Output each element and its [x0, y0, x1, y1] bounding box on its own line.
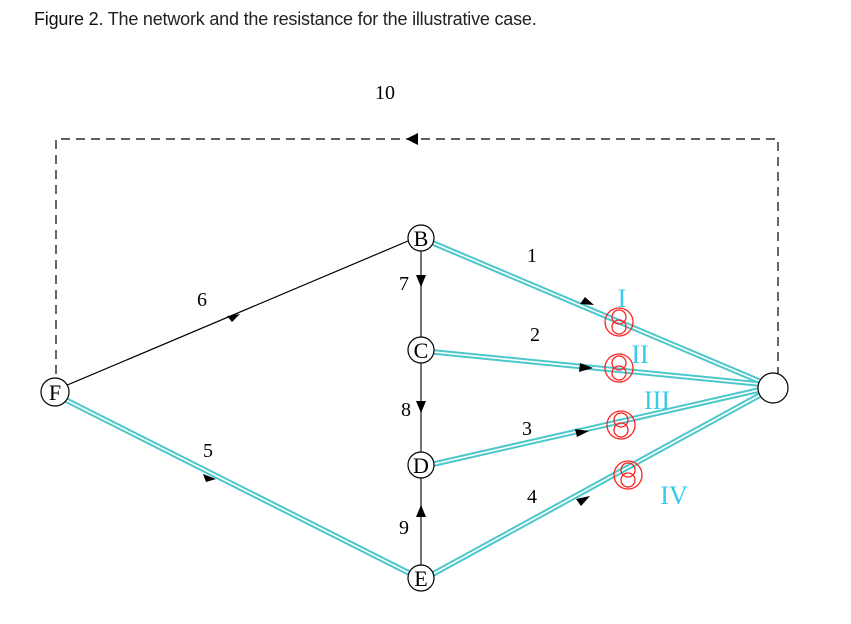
transformer-II-icon: [604, 353, 634, 383]
edge-6-arrow: [227, 314, 240, 322]
edge-1: [431, 240, 761, 384]
transformer-III-icon: [606, 410, 636, 440]
node-label-D: D: [413, 453, 429, 478]
figure-label: Figure 2: [34, 9, 99, 29]
edge-label-3: 3: [522, 418, 532, 440]
edge-1-arrow: [580, 297, 594, 305]
transformer-label-I: I: [618, 284, 627, 313]
edge-6: 6: [64, 240, 409, 387]
node-label-F: F: [49, 380, 61, 405]
node-label-B: B: [414, 226, 429, 251]
node-B: B: [407, 224, 435, 252]
edge-label-4: 4: [527, 486, 537, 508]
edge-label-9: 9: [399, 517, 409, 539]
edge-9: 9: [399, 477, 426, 566]
transformer-I-icon: [604, 307, 634, 337]
edge-3-arrow: [575, 429, 589, 437]
transformer-label-III: III: [644, 386, 670, 415]
edge-label-8: 8: [401, 399, 411, 421]
node-sink: [757, 372, 789, 404]
edge-10-arrow: [406, 133, 418, 145]
edge-4-arrow: [576, 496, 590, 506]
edge-2: [433, 349, 760, 387]
node-F: F: [40, 377, 70, 407]
edge-label-7: 7: [399, 273, 409, 295]
edge-7-arrow: [416, 275, 426, 287]
node-C: C: [407, 336, 435, 364]
transformer-label-II: II: [631, 340, 648, 369]
figure-caption: Figure 2. The network and the resistance…: [34, 9, 537, 30]
caption-text: . The network and the resistance for the…: [98, 9, 537, 29]
edge-label-10: 10: [375, 82, 395, 104]
edge-5-arrow: [203, 474, 216, 482]
edge-7: 7: [399, 250, 426, 338]
edge-8: 8: [401, 362, 426, 453]
edge-5: [64, 397, 411, 576]
edge-label-2: 2: [530, 324, 540, 346]
node-D: D: [407, 451, 435, 479]
edge-9-arrow: [416, 505, 426, 517]
node-label-E: E: [414, 566, 427, 591]
transformer-label-IV: IV: [660, 481, 688, 510]
edge-10: 10: [55, 82, 779, 380]
node-label-C: C: [414, 338, 429, 363]
edge-4: [431, 392, 762, 577]
edge-label-5: 5: [203, 440, 213, 462]
edge-label-1: 1: [527, 245, 537, 267]
edge-8-arrow: [416, 401, 426, 413]
edge-label-6: 6: [197, 289, 207, 311]
node-E: E: [407, 564, 435, 592]
edge-2-arrow: [579, 363, 593, 372]
edge-3: [433, 387, 760, 467]
transformer-IV-icon: [613, 460, 643, 490]
